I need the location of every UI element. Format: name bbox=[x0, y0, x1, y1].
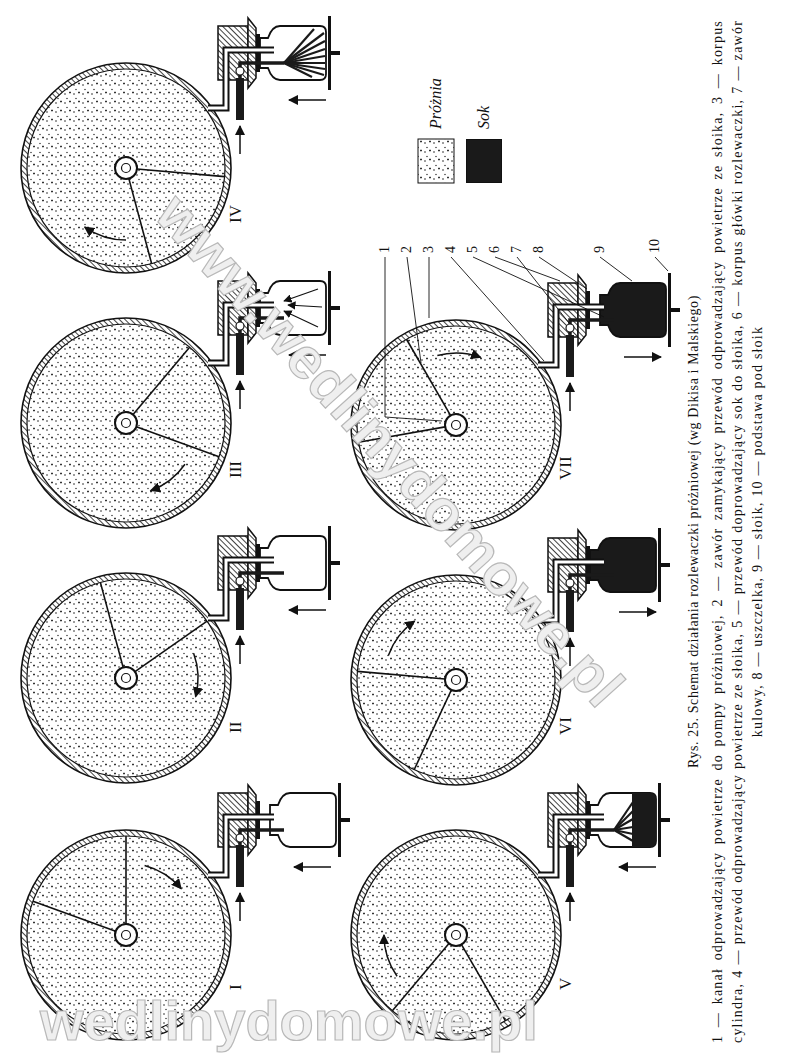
leader-line bbox=[385, 257, 442, 421]
juice-level bbox=[632, 793, 656, 847]
leader-line bbox=[451, 257, 544, 361]
jar-motion-arrow bbox=[624, 356, 661, 358]
stage-1 bbox=[21, 783, 350, 1040]
juice-stream bbox=[284, 33, 324, 63]
juice-stream bbox=[614, 830, 633, 841]
leader-lines bbox=[385, 257, 668, 421]
jar-motion-arrow bbox=[619, 866, 656, 868]
air-flow bbox=[284, 289, 322, 327]
rotary-valve bbox=[33, 814, 192, 948]
jar-motion-arrow bbox=[289, 354, 326, 356]
callout-number: 3 bbox=[420, 246, 438, 253]
rotary-valve bbox=[100, 558, 225, 712]
rotary-valve bbox=[330, 608, 471, 770]
leader-line bbox=[495, 257, 560, 281]
rotary-valve bbox=[82, 165, 225, 269]
leader-line bbox=[655, 257, 668, 271]
stage-numeral: III bbox=[226, 461, 246, 478]
juice-stream bbox=[284, 63, 325, 69]
jar-motion-arrow bbox=[289, 609, 326, 611]
leader-line bbox=[600, 257, 632, 281]
legend-label: Próżnia bbox=[426, 78, 446, 129]
cylinder bbox=[21, 273, 284, 528]
leader-line bbox=[407, 257, 421, 363]
callout-number: 4 bbox=[442, 246, 460, 253]
jar-motion-arrow bbox=[619, 611, 656, 613]
leader-line bbox=[517, 257, 569, 323]
legend-swatch-vacuum bbox=[418, 139, 454, 183]
stage-numeral: V bbox=[556, 978, 576, 990]
leader-line bbox=[473, 257, 604, 317]
cylinder bbox=[351, 785, 614, 1040]
stage-5 bbox=[351, 783, 670, 1063]
callout-number: 10 bbox=[646, 239, 664, 253]
cylinder bbox=[21, 785, 284, 1040]
stage-3 bbox=[21, 271, 340, 528]
cylinder bbox=[21, 528, 284, 783]
cylinder bbox=[21, 18, 284, 273]
jar-motion-arrow bbox=[289, 99, 326, 101]
stage-numeral: I bbox=[226, 984, 246, 990]
stage-numeral: IV bbox=[226, 205, 246, 223]
juice-stream bbox=[284, 63, 324, 75]
cylinder bbox=[351, 530, 614, 785]
cylinder bbox=[351, 275, 614, 530]
callout-number: 1 bbox=[376, 246, 394, 253]
rotary-valve bbox=[342, 327, 491, 442]
rotary-valve bbox=[103, 347, 261, 510]
juice-spray bbox=[614, 802, 633, 841]
juice-stream bbox=[614, 802, 633, 830]
rotary-valve bbox=[357, 904, 505, 1063]
juice-stream bbox=[284, 29, 314, 63]
watermark: wedlinydomowe.pl bbox=[40, 989, 538, 1053]
callout-number: 5 bbox=[464, 246, 482, 253]
figure-caption: Rys. 25. Schemat działania rozlewaczki p… bbox=[684, 0, 704, 1063]
stage-7 bbox=[342, 257, 680, 530]
callout-number: 2 bbox=[398, 246, 416, 253]
stage-2 bbox=[21, 526, 340, 783]
callout-number: 6 bbox=[486, 246, 504, 253]
callout-number: 9 bbox=[591, 246, 609, 253]
jar-motion-arrow bbox=[294, 866, 331, 868]
air-flow-arrow bbox=[284, 311, 318, 327]
jar bbox=[600, 273, 680, 347]
watermark: www.wedlinydomowe.pl bbox=[143, 181, 637, 719]
air-flow-arrow bbox=[284, 289, 318, 301]
jar bbox=[270, 783, 350, 857]
stage-4 bbox=[21, 16, 340, 273]
legend-swatch bbox=[466, 139, 502, 183]
leader-line bbox=[429, 257, 430, 318]
air-flow-arrow bbox=[288, 305, 322, 307]
callout-number: 7 bbox=[508, 246, 526, 253]
legend-label: Sok bbox=[474, 106, 494, 129]
stage-numeral: VII bbox=[556, 456, 576, 480]
callout-number: 8 bbox=[530, 246, 548, 253]
stage-6 bbox=[330, 528, 670, 785]
figure-key: 1 — kanał odprowadzający powietrze do po… bbox=[708, 20, 768, 1043]
stage-numeral: VI bbox=[556, 717, 576, 735]
leader-line bbox=[539, 257, 587, 289]
juice-spray bbox=[284, 29, 325, 77]
stage-numeral: II bbox=[226, 722, 246, 733]
